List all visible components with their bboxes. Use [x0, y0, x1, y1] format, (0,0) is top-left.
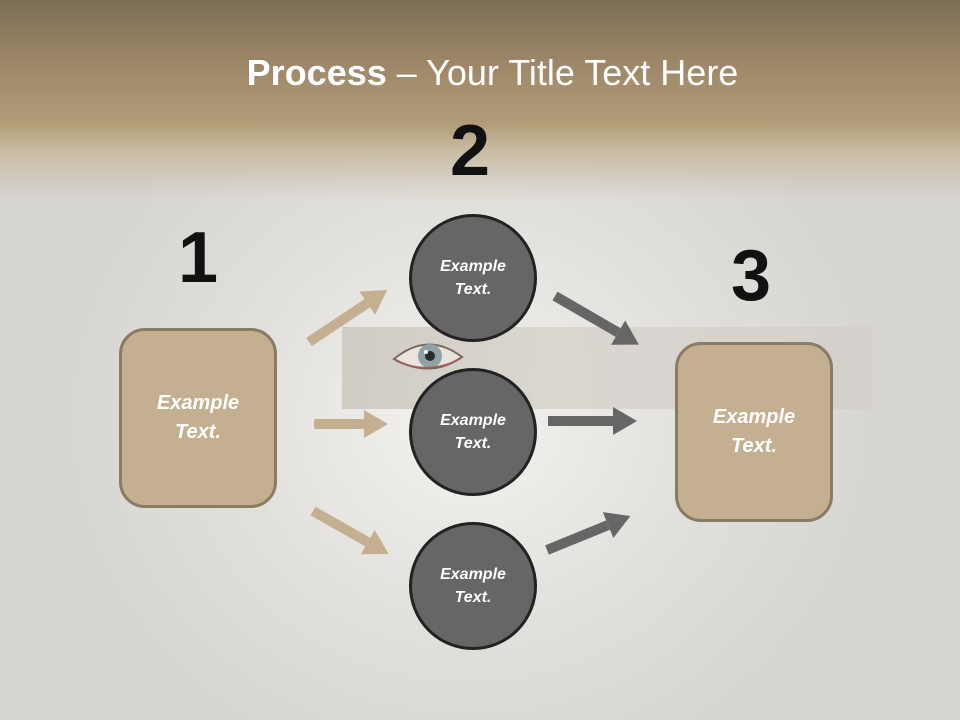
arrow-to-circle-top [306, 289, 388, 347]
arrow-from-circle-middle [548, 407, 637, 435]
arrow-to-circle-bottom [310, 506, 389, 555]
step-number-1: 1 [178, 218, 219, 298]
title-rest: – Your Title Text Here [386, 52, 739, 93]
circle-top-text-line1: Example [440, 258, 506, 275]
step-1-box: Example Text. [119, 328, 277, 508]
circle-middle-text-line1: Example [440, 412, 506, 429]
step-number-3: 3 [731, 236, 772, 316]
step-1-text-line1: Example [156, 392, 240, 414]
circle-bottom-text-line2: Text. [454, 589, 492, 606]
step-3-text-line1: Example [712, 406, 796, 428]
arrow-from-circle-bottom [545, 512, 631, 555]
circle-top: Example Text. [409, 214, 537, 342]
title-bold: Process [246, 52, 387, 93]
circle-bottom-text-line1: Example [440, 566, 506, 583]
eye-image [392, 343, 464, 370]
step-1-text-line2: Text. [175, 421, 221, 443]
circle-top-text-line2: Text. [454, 281, 492, 298]
step-3-box: Example Text. [675, 342, 833, 522]
arrow-to-circle-middle [314, 410, 388, 438]
arrow-from-circle-top [552, 291, 639, 345]
step-3-text-line2: Text. [731, 435, 777, 457]
header-band [0, 0, 960, 200]
circle-bottom: Example Text. [409, 522, 537, 650]
circle-middle: Example Text. [409, 368, 537, 496]
slide-title: Process – Your Title Text Here [0, 52, 960, 94]
circle-middle-text-line2: Text. [454, 435, 492, 452]
step-number-2: 2 [450, 111, 491, 191]
